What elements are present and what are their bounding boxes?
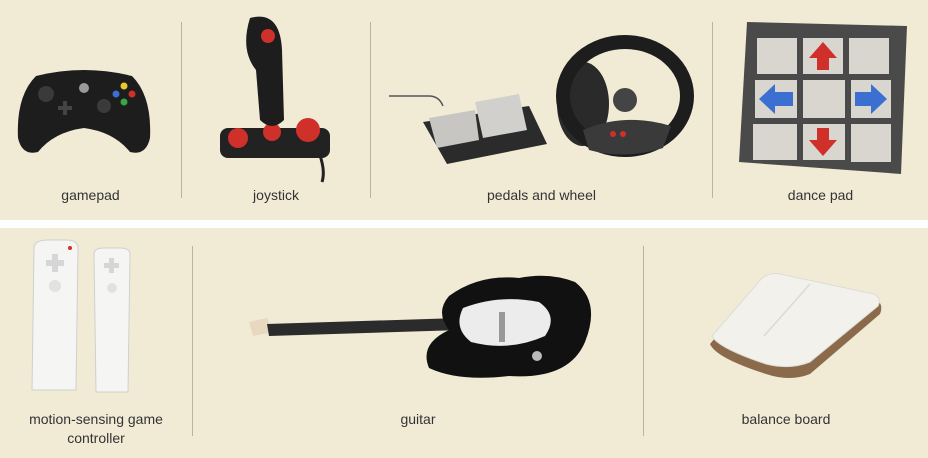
motion-controller-label-line2: controller bbox=[67, 430, 125, 446]
bottom-device-row: motion-sensing game controller guitar ba… bbox=[0, 228, 928, 458]
guitar-cell: guitar bbox=[193, 228, 643, 458]
gamepad-image bbox=[17, 70, 151, 153]
motion-controller-image bbox=[31, 239, 131, 393]
dance-pad-cell: dance pad bbox=[713, 0, 928, 220]
motion-controller-label-line1: motion-sensing game bbox=[29, 411, 163, 427]
guitar-label: guitar bbox=[400, 411, 436, 427]
dance-pad-image bbox=[739, 22, 907, 174]
balance-board-cell: balance board bbox=[644, 228, 928, 458]
top-device-row: gamepad joystick pedals bbox=[0, 0, 928, 220]
guitar-image bbox=[249, 275, 592, 378]
row2-divider-1 bbox=[192, 246, 193, 436]
row1-divider-3 bbox=[712, 22, 713, 198]
dance-pad-label: dance pad bbox=[787, 187, 854, 203]
joystick-cell: joystick bbox=[182, 0, 370, 220]
pedals-image bbox=[389, 94, 547, 164]
pedals-wheel-label: pedals and wheel bbox=[487, 187, 596, 203]
gamepad-cell: gamepad bbox=[0, 0, 181, 220]
row1-divider-2 bbox=[370, 22, 371, 198]
joystick-image bbox=[220, 16, 330, 183]
balance-board-image bbox=[710, 273, 882, 378]
wheel-image bbox=[556, 35, 694, 157]
gamepad-label: gamepad bbox=[61, 187, 120, 203]
joystick-label: joystick bbox=[253, 187, 299, 203]
row1-divider-1 bbox=[181, 22, 182, 198]
motion-controller-cell: motion-sensing game controller bbox=[0, 228, 192, 458]
pedals-wheel-cell: pedals and wheel bbox=[371, 0, 712, 220]
row2-divider-2 bbox=[643, 246, 644, 436]
balance-board-label: balance board bbox=[741, 411, 831, 427]
